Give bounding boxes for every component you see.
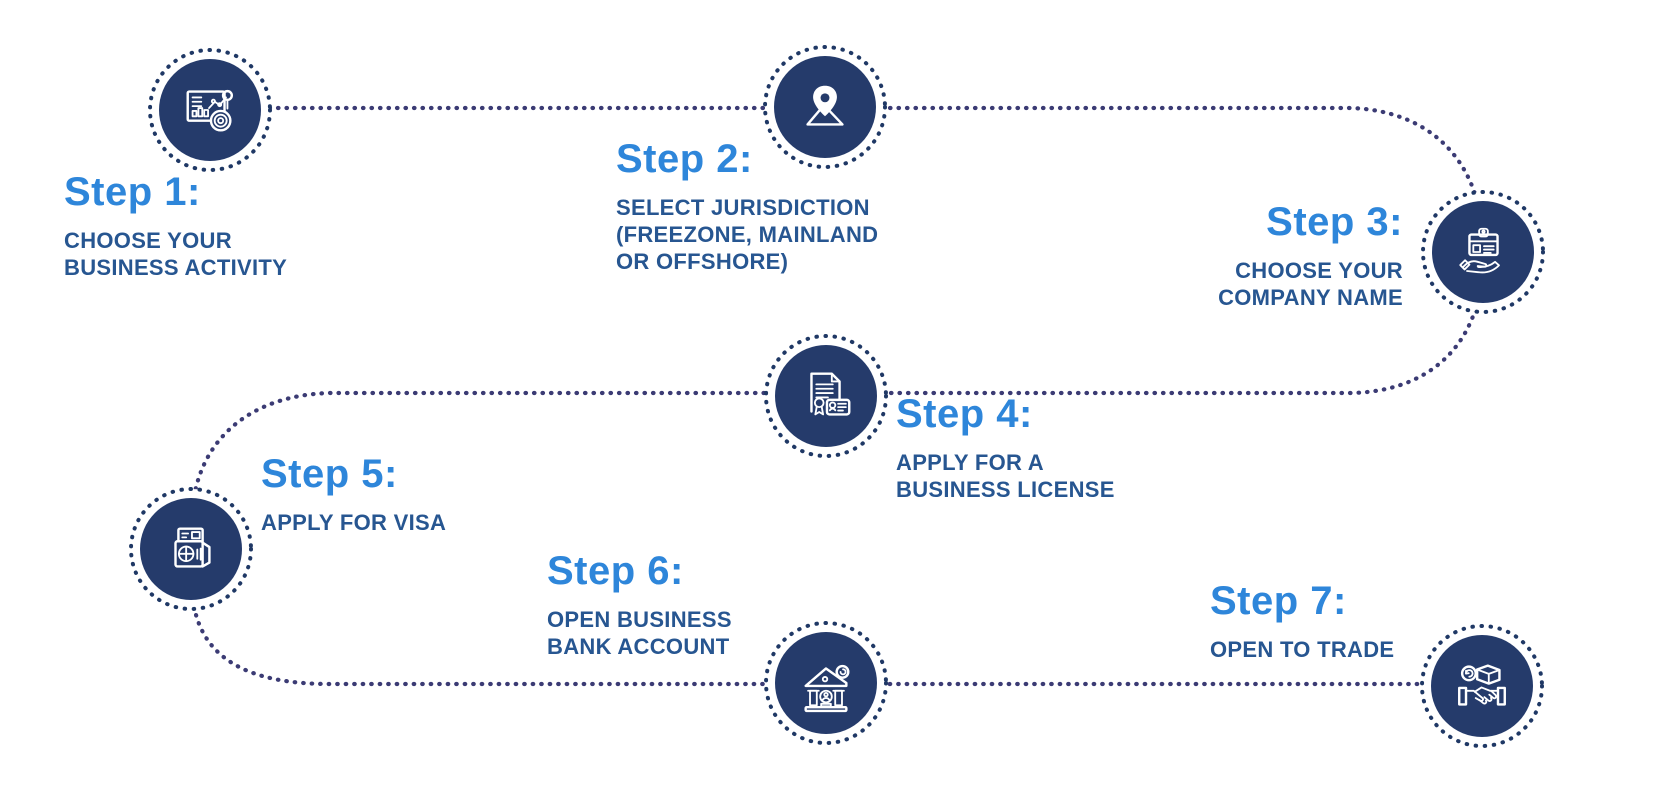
step-6-text-block: Step 6: OPEN BUSINESS BANK ACCOUNT <box>547 550 732 660</box>
passport-icon <box>174 527 211 568</box>
step-6-circle-badge <box>775 632 877 734</box>
license-certificate-icon <box>810 372 851 416</box>
step-1-circle-badge <box>159 59 261 161</box>
step-6-node <box>762 619 890 747</box>
location-pin-icon <box>806 85 844 126</box>
step-4-text-block: Step 4: APPLY FOR A BUSINESS LICENSE <box>896 393 1115 503</box>
step-4-node <box>762 332 890 460</box>
step-5-caption: APPLY FOR VISA <box>261 510 447 535</box>
step-2-text-block: Step 2: SELECT JURISDICTION (FREEZONE, M… <box>616 138 878 275</box>
step-3-circle-badge <box>1432 201 1534 303</box>
step-6-caption: OPEN BUSINESS BANK ACCOUNT <box>547 607 732 659</box>
id-card-hand-icon <box>1459 227 1500 274</box>
step-7-title: Step 7: <box>1210 579 1347 623</box>
step-7-node <box>1418 622 1546 750</box>
step-4-caption: APPLY FOR A BUSINESS LICENSE <box>896 450 1115 502</box>
step-4-circle-badge <box>775 345 877 447</box>
step-5-title: Step 5: <box>261 452 398 496</box>
step-7-caption: OPEN TO TRADE <box>1210 637 1395 662</box>
step-1-text-block: Step 1: CHOOSE YOUR BUSINESS ACTIVITY <box>64 171 287 281</box>
step-5-node <box>127 485 255 613</box>
step-2-circle-badge <box>774 56 876 158</box>
step-3-text-block: Step 3: CHOOSE YOUR COMPANY NAME <box>1218 201 1403 311</box>
step-1-title: Step 1: <box>64 170 201 214</box>
step-2-title: Step 2: <box>616 137 753 181</box>
handshake-trade-icon <box>1458 664 1506 706</box>
step-5-text-block: Step 5: APPLY FOR VISA <box>261 453 446 536</box>
step-6-title: Step 6: <box>547 549 684 593</box>
step-3-caption: CHOOSE YOUR COMPANY NAME <box>1218 258 1403 310</box>
step-1-caption: CHOOSE YOUR BUSINESS ACTIVITY <box>64 228 288 280</box>
step-3-title: Step 3: <box>1266 200 1403 244</box>
step-2-caption: SELECT JURISDICTION (FREEZONE, MAINLAND … <box>616 195 879 274</box>
step-7-circle-badge <box>1431 635 1533 737</box>
step-3-node <box>1419 188 1547 316</box>
step-4-title: Step 4: <box>896 392 1033 436</box>
step-1-node <box>146 46 274 174</box>
bank-building-icon <box>804 664 850 713</box>
step-7-text-block: Step 7: OPEN TO TRADE <box>1210 580 1394 663</box>
step-2-node <box>761 43 889 171</box>
business-activity-chart-icon <box>186 89 234 132</box>
step-5-circle-badge <box>140 498 242 600</box>
